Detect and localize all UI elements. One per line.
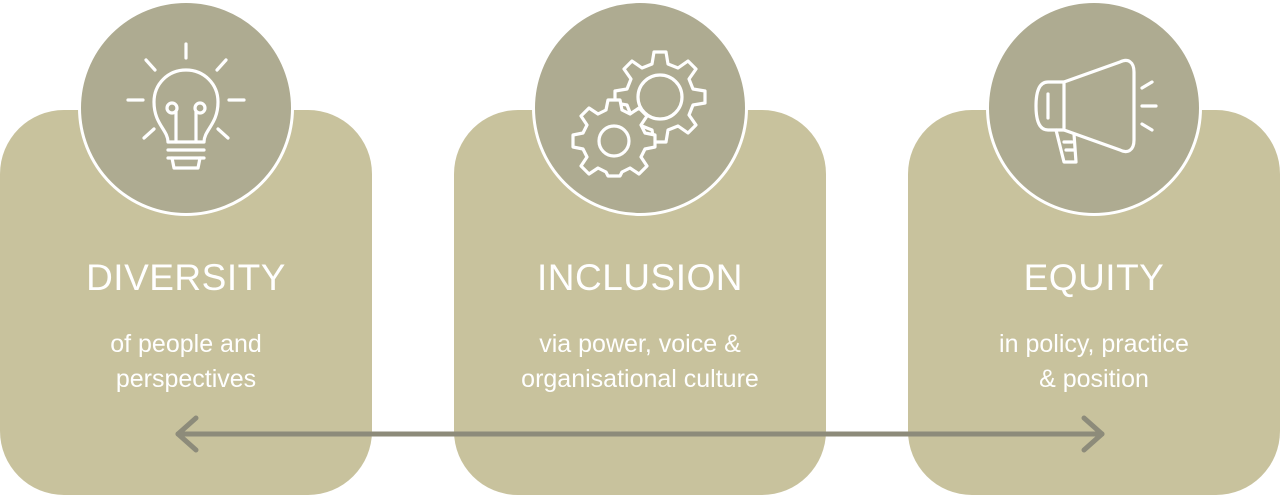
equity-badge <box>986 0 1202 216</box>
diversity-description: of people and perspectives <box>0 327 372 397</box>
double-headed-arrow <box>175 415 1105 453</box>
diversity-description-line-1: of people and <box>110 330 262 358</box>
diversity-description-line-2: perspectives <box>115 365 257 393</box>
diversity-title: DIVERSITY <box>86 257 286 298</box>
inclusion-title: INCLUSION <box>537 257 743 298</box>
megaphone-icon <box>1034 58 1158 164</box>
equity-description-line-2: & position <box>1039 365 1149 393</box>
inclusion-description: via power, voice & organisational cultur… <box>454 327 826 397</box>
gears-icon <box>571 50 707 178</box>
lightbulb-icon <box>126 42 246 170</box>
inclusion-description-line-2: organisational culture <box>521 365 759 393</box>
equity-description: in policy, practice & position <box>908 327 1280 397</box>
inclusion-description-line-1: via power, voice & <box>539 330 741 358</box>
equity-title: EQUITY <box>1023 257 1165 298</box>
equity-description-line-1: in policy, practice <box>999 330 1189 358</box>
inclusion-badge <box>532 0 748 216</box>
diversity-badge <box>78 0 294 216</box>
